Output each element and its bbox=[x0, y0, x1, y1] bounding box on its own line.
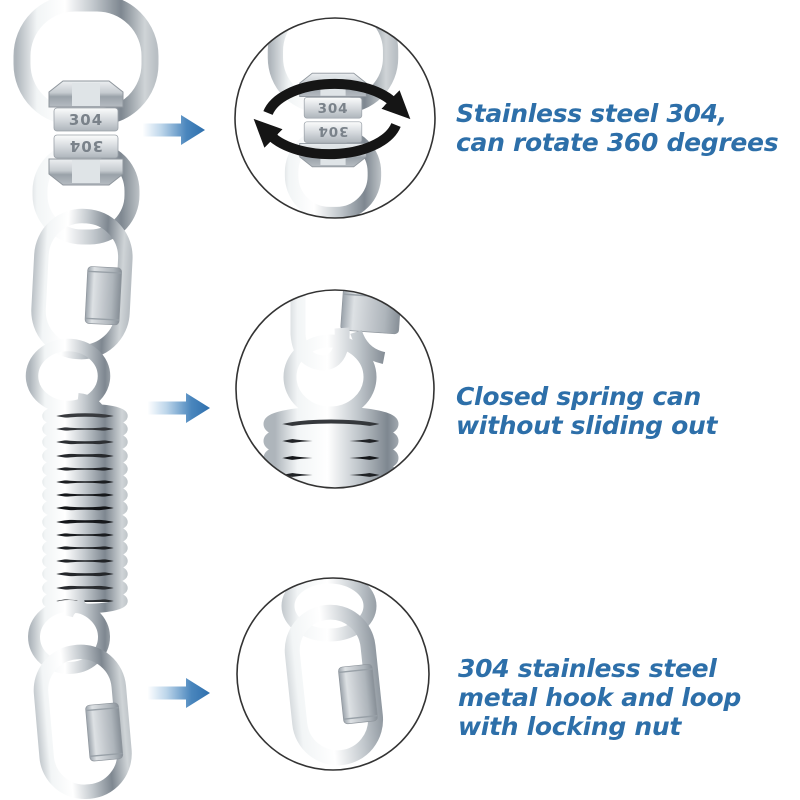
caption-line: Stainless steel 304, bbox=[456, 99, 727, 128]
callout-circle-border bbox=[236, 577, 430, 771]
product-photo bbox=[22, 3, 150, 800]
swivel-eye-bolt bbox=[22, 3, 150, 237]
spring bbox=[42, 393, 128, 618]
feature-caption-spring: Closed spring can without sliding out bbox=[456, 382, 717, 440]
caption-line: metal hook and loop bbox=[458, 683, 741, 712]
callout-circle-border bbox=[235, 289, 435, 489]
feature-arrow-icon-2 bbox=[148, 393, 210, 423]
feature-caption-hook: 304 stainless steel metal hook and loop … bbox=[458, 654, 741, 741]
caption-line: can rotate 360 degrees bbox=[456, 128, 779, 157]
callout-swivel bbox=[234, 17, 436, 219]
callout-hook bbox=[236, 577, 430, 771]
locking-nut-sleeve-top bbox=[84, 266, 122, 326]
carabiner-bottom bbox=[33, 644, 132, 800]
feature-arrow-icon-3 bbox=[148, 678, 210, 708]
locking-nut-sleeve-bottom bbox=[85, 702, 124, 762]
callout-spring bbox=[235, 289, 435, 489]
feature-arrow-icon-1 bbox=[143, 115, 205, 145]
connector-ring-bottom bbox=[28, 600, 110, 674]
caption-line: 304 stainless steel bbox=[458, 654, 717, 683]
feature-caption-swivel: Stainless steel 304, can rotate 360 degr… bbox=[456, 99, 779, 157]
callout-circle-border bbox=[234, 17, 436, 219]
caption-line: with locking nut bbox=[458, 712, 682, 741]
caption-line: without sliding out bbox=[456, 411, 718, 440]
caption-line: Closed spring can bbox=[456, 382, 701, 411]
